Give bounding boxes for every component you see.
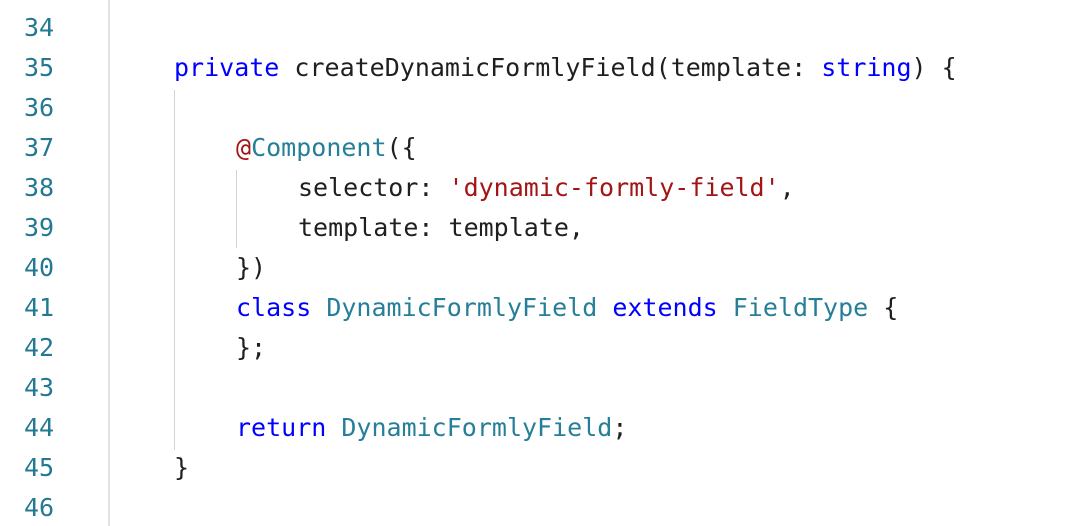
string-token: 'dynamic-formly-field'	[448, 173, 780, 202]
code-line-41: class DynamicFormlyField extends FieldTy…	[236, 288, 898, 328]
code-space	[597, 293, 612, 322]
code-area[interactable]: private createDynamicFormlyField(templat…	[112, 0, 1066, 526]
code-token: {	[868, 293, 899, 322]
code-token: ) {	[911, 53, 957, 82]
code-space	[718, 293, 733, 322]
keyword-token: extends	[612, 293, 718, 322]
decorator-token: @	[236, 133, 252, 162]
keyword-token: string	[821, 53, 912, 82]
type-token: Component	[251, 133, 387, 162]
code-space	[311, 293, 326, 322]
code-token: ({	[386, 133, 417, 162]
line-number: 34	[24, 13, 55, 42]
line-number: 42	[24, 333, 55, 362]
line-number: 46	[24, 493, 55, 522]
keyword-token: return	[236, 413, 327, 442]
code-line-35: private createDynamicFormlyField(templat…	[174, 48, 957, 88]
type-token: DynamicFormlyField	[341, 413, 613, 442]
line-number: 38	[24, 173, 55, 202]
code-token: createDynamicFormlyField(template:	[279, 53, 822, 82]
line-number: 41	[24, 293, 55, 322]
code-token: };	[236, 333, 267, 362]
code-line-37: @Component({	[236, 128, 417, 168]
type-token: DynamicFormlyField	[326, 293, 598, 322]
code-token: ,	[779, 173, 795, 202]
code-line-40: })	[236, 248, 266, 288]
code-token: })	[236, 253, 267, 282]
indent-guide	[236, 170, 237, 248]
indent-guide	[174, 90, 175, 450]
line-number-gutter: 34 35 36 37 38 39 40 41 42 43 44 45 46	[0, 0, 110, 526]
line-number: 45	[24, 453, 55, 482]
line-number: 39	[24, 213, 55, 242]
line-number: 40	[24, 253, 55, 282]
keyword-token: class	[236, 293, 312, 322]
code-token: ;	[612, 413, 628, 442]
code-token: selector:	[298, 173, 449, 202]
code-line-44: return DynamicFormlyField;	[236, 408, 627, 448]
keyword-token: private	[174, 53, 280, 82]
line-number: 36	[24, 93, 55, 122]
code-line-42: };	[236, 328, 266, 368]
code-line-39: template: template,	[298, 208, 584, 248]
code-token: }	[174, 453, 190, 482]
code-line-38: selector: 'dynamic-formly-field',	[298, 168, 795, 208]
line-number: 44	[24, 413, 55, 442]
line-number: 37	[24, 133, 55, 162]
line-number: 35	[24, 53, 55, 82]
code-space	[326, 413, 341, 442]
code-line-45: }	[174, 448, 189, 488]
code-token: template: template,	[298, 213, 584, 242]
line-number: 43	[24, 373, 55, 402]
type-token: FieldType	[732, 293, 869, 322]
